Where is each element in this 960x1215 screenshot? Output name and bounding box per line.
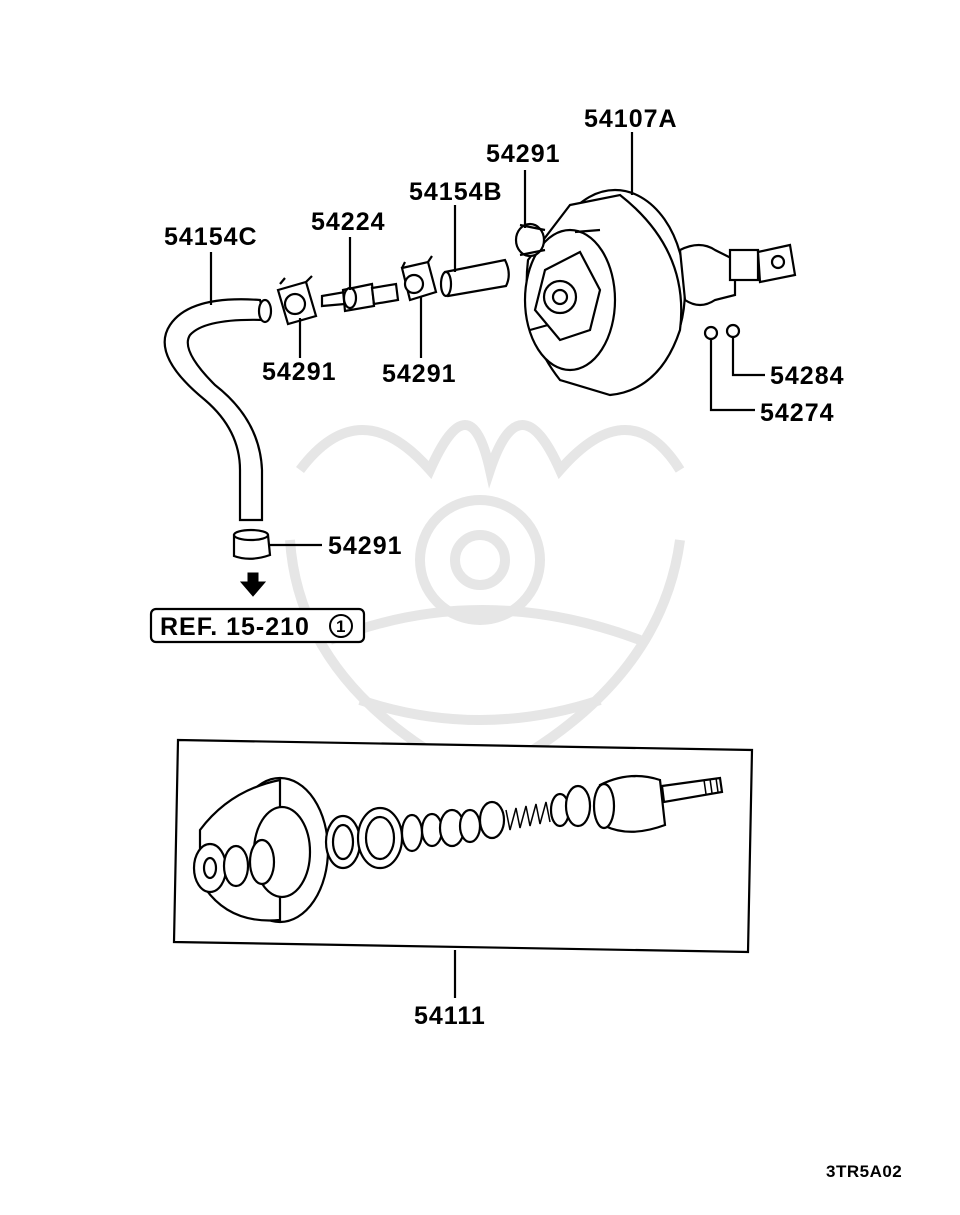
ref-text: REF. 15-210 [160, 613, 310, 641]
diagram-code: 3TR5A02 [826, 1162, 902, 1181]
clip-mid [400, 255, 438, 302]
watermark-emblem [285, 420, 685, 786]
arrow-down-icon [239, 572, 267, 597]
label-54111: 54111 [414, 1002, 486, 1030]
label-54154c: 54154C [164, 223, 258, 251]
repair-kit-box [172, 738, 754, 954]
label-54291-top: 54291 [486, 140, 561, 168]
label-54284: 54284 [770, 362, 845, 390]
reference-box [149, 607, 366, 644]
label-54274: 54274 [760, 399, 835, 427]
nut-and-washer [703, 323, 741, 341]
clip-booster [514, 222, 546, 258]
brake-booster [523, 188, 797, 397]
label-54291-mid: 54291 [382, 360, 457, 388]
leader-lines [209, 132, 765, 998]
hose-54154c [163, 298, 273, 522]
clip-left [276, 275, 318, 326]
check-valve [320, 282, 400, 313]
hose-54154b [439, 258, 510, 298]
label-54291-left: 54291 [262, 358, 337, 386]
ref-circle-number: 1 [336, 617, 346, 636]
label-54107a: 54107A [584, 105, 678, 133]
label-54291-bottom: 54291 [328, 532, 403, 560]
clip-bottom [232, 528, 272, 560]
label-54154b: 54154B [409, 178, 503, 206]
label-54224: 54224 [311, 208, 386, 236]
